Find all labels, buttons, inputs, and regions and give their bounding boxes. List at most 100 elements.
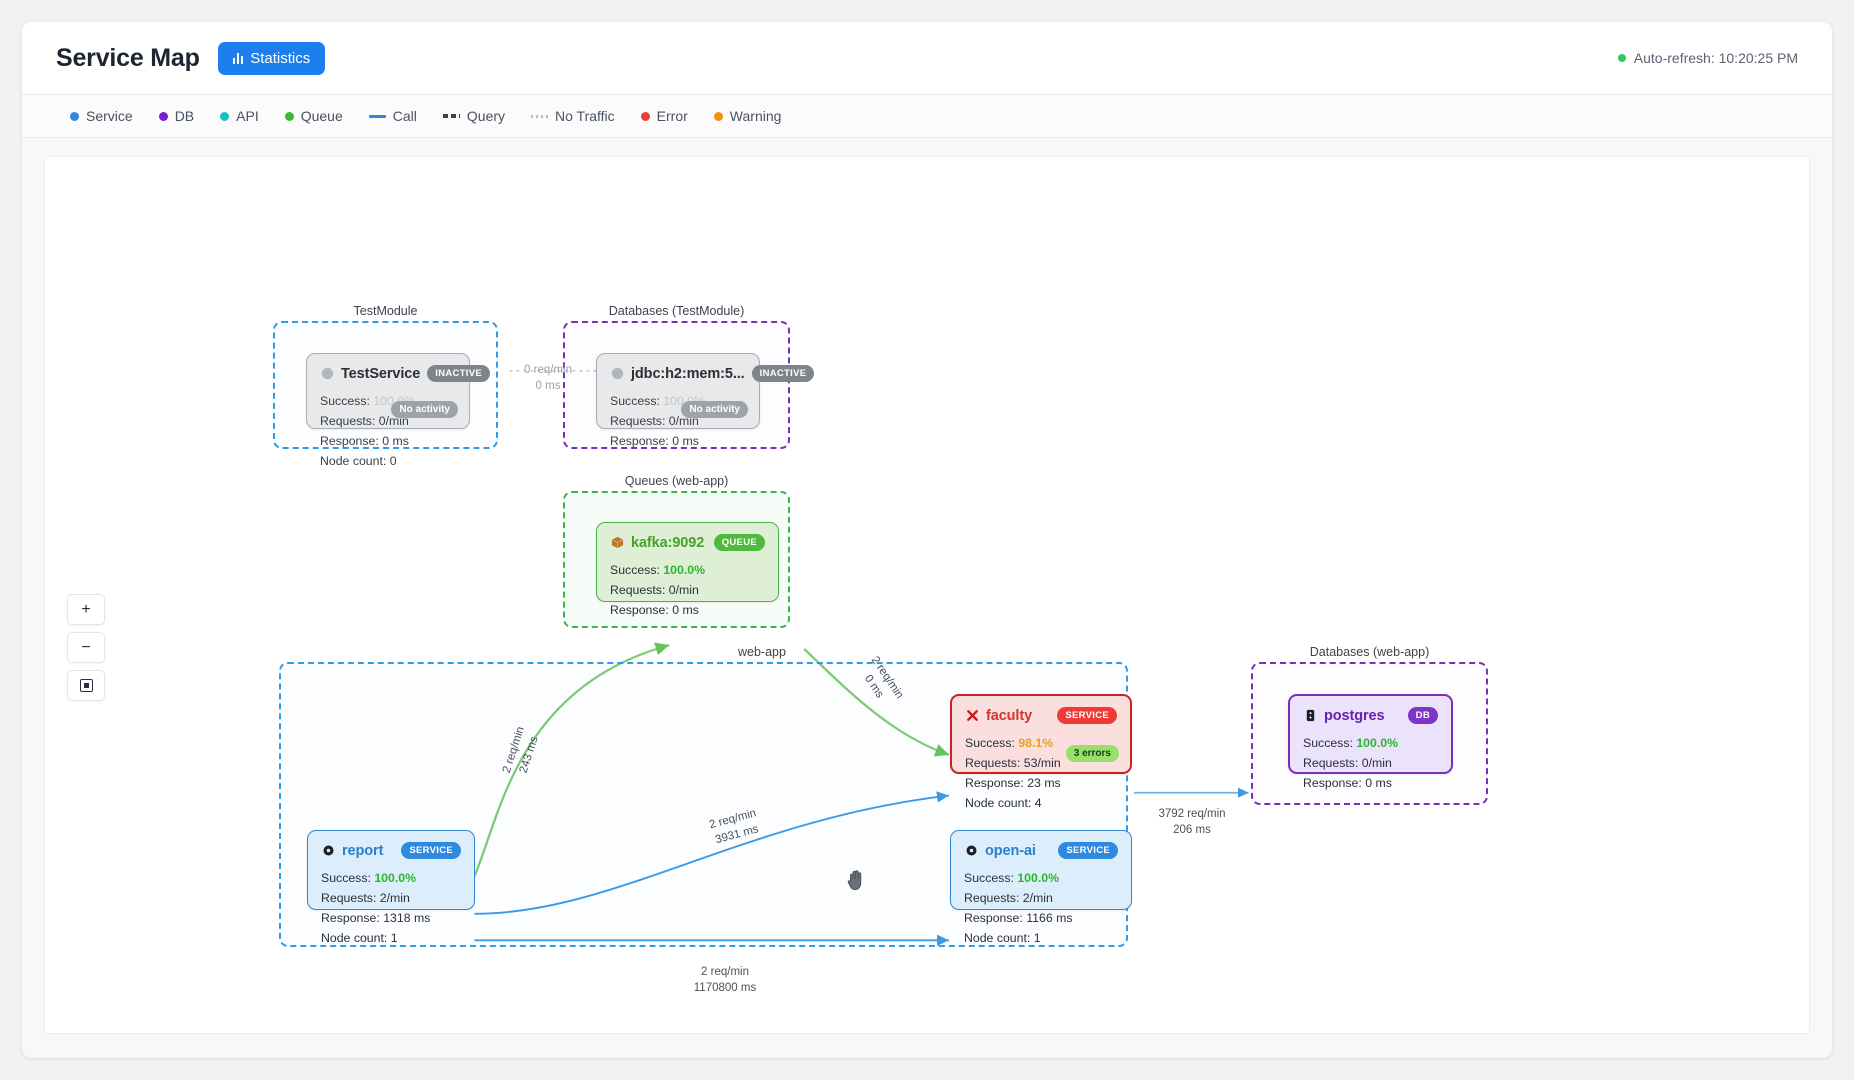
metric-success: Success: 100.0% (964, 868, 1118, 888)
metric-response: Response: 23 ms (965, 773, 1117, 793)
metric-value: 0 ms (1365, 776, 1392, 791)
metric-nodecount: Node count: 1 (964, 928, 1118, 948)
legend-item-db: DB (158, 108, 194, 124)
metric-label: Response: (964, 911, 1023, 926)
metric-response: Response: 0 ms (610, 431, 746, 451)
edge-label-faculty-postgres: 3792 req/min 206 ms (1137, 807, 1247, 838)
node-report[interactable]: report SERVICE Success: 100.0% Requests:… (307, 830, 475, 945)
metric-label: Success: (320, 394, 370, 408)
metric-response: Response: 0 ms (320, 431, 456, 451)
group-label: Databases (web-app) (1309, 645, 1430, 659)
metric-label: Requests: (610, 583, 666, 598)
group-label: Queues (web-app) (624, 474, 729, 488)
circle-icon (320, 367, 334, 381)
zoom-in-button[interactable]: + (67, 594, 105, 625)
statistics-button[interactable]: Statistics (217, 41, 326, 75)
zoom-out-button[interactable]: − (67, 632, 105, 663)
node-title: kafka:9092 (631, 534, 705, 551)
node-metrics: Success: 100.0% Requests: 0/min Response… (610, 560, 765, 620)
metric-label: Success: (610, 394, 660, 408)
group-queues-webapp[interactable]: Queues (web-app) (563, 474, 790, 628)
metric-label: Requests: (610, 414, 666, 429)
edge-rate: 3792 req/min (1158, 808, 1226, 820)
node-metrics: Success: 100.0% Requests: 2/min Response… (321, 868, 461, 948)
legend-label: Service (86, 108, 133, 124)
metric-requests: Requests: 53/min (965, 753, 1117, 773)
metric-value: 1 (1033, 931, 1041, 946)
gear-icon (964, 844, 978, 858)
node-testservice[interactable]: TestService INACTIVE Success: 100.0% Req… (306, 353, 490, 468)
errors-pill: 3 errors (1065, 745, 1119, 762)
page-title: Service Map (56, 43, 200, 72)
metric-success: Success: 98.1% (965, 733, 1117, 753)
group-label: Databases (TestModule) (608, 304, 745, 318)
legend-label: No Traffic (555, 108, 615, 124)
node-header: postgres DB (1303, 707, 1438, 724)
node-faculty[interactable]: faculty SERVICE Success: 98.1% Requests:… (950, 694, 1132, 810)
activity-pill: No activity (391, 401, 458, 418)
metric-value: 0/min (668, 583, 699, 598)
metric-nodecount: Node count: 4 (965, 793, 1117, 813)
group-databases-webapp[interactable]: Databases (web-app) (1251, 645, 1488, 805)
node-metrics: Success: 100.0% Requests: 0/min Response… (610, 391, 746, 451)
error-dot-icon (640, 111, 650, 121)
query-dash-icon (442, 114, 460, 118)
database-icon (1303, 709, 1317, 723)
node-header: TestService INACTIVE (320, 365, 490, 382)
auto-refresh-label: Auto-refresh: 10:20:25 PM (1633, 50, 1798, 66)
group-databases-testmodule[interactable]: Databases (TestModule) (563, 304, 790, 449)
x-mark-icon (965, 709, 979, 723)
legend-item-queue: Queue (284, 108, 343, 124)
status-badge: SERVICE (1057, 707, 1117, 724)
legend-label: API (236, 108, 259, 124)
metric-value: 98.1% (1018, 736, 1054, 750)
node-header: faculty SERVICE (965, 707, 1117, 724)
canvas-area: + − (22, 138, 1832, 1058)
metric-label: Requests: (965, 756, 1021, 771)
minus-icon: − (81, 638, 91, 656)
no-traffic-dots-icon (531, 114, 549, 118)
metric-nodecount: Node count: 0 (320, 451, 456, 471)
fit-view-button[interactable] (67, 670, 105, 701)
metric-requests: Requests: 2/min (321, 888, 461, 908)
legend-label: Error (656, 108, 688, 124)
circle-icon (610, 367, 624, 381)
metric-value: 100.0% (1017, 871, 1060, 885)
metric-label: Success: (965, 736, 1015, 750)
legend-item-warning: Warning (713, 108, 782, 124)
metric-value: 1318 ms (383, 911, 431, 926)
queue-dot-icon (284, 111, 294, 121)
group-testmodule[interactable]: TestModule (273, 304, 498, 449)
service-map-canvas[interactable]: + − (44, 156, 1810, 1034)
plus-icon: + (81, 600, 91, 618)
metric-value: 23 ms (1027, 776, 1061, 791)
legend-label: Queue (300, 108, 343, 124)
edge-latency: 206 ms (1173, 823, 1211, 836)
node-title: postgres (1324, 707, 1385, 724)
metric-label: Success: (610, 563, 660, 577)
metric-label: Requests: (964, 891, 1020, 906)
status-badge: INACTIVE (751, 365, 815, 382)
metric-label: Requests: (320, 414, 376, 429)
node-postgres[interactable]: postgres DB Success: 100.0% Requests: 0/… (1288, 694, 1453, 790)
metric-response: Response: 0 ms (610, 600, 765, 620)
node-jdbc-h2-mem[interactable]: jdbc:h2:mem:5... INACTIVE Success: 100.0… (596, 353, 815, 448)
node-metrics: Success: 98.1% Requests: 53/min Response… (965, 733, 1117, 813)
node-metrics: Success: 100.0% Requests: 0/min Response… (1303, 733, 1438, 793)
metric-label: Requests: (321, 891, 377, 906)
edge-rate: 2 req/min (701, 966, 749, 978)
header-bar: Service Map Statistics Auto-refresh: 10:… (22, 22, 1832, 94)
node-kafka[interactable]: kafka:9092 QUEUE Success: 100.0% Request… (596, 522, 779, 617)
legend-item-call: Call (368, 108, 417, 124)
group-webapp[interactable]: web-app (279, 645, 1128, 947)
edge-latency: 1170800 ms (693, 981, 757, 994)
auto-refresh-status: Auto-refresh: 10:20:25 PM (1617, 50, 1798, 66)
metric-response: Response: 1166 ms (964, 908, 1118, 928)
status-badge: SERVICE (1058, 842, 1118, 859)
metric-success: Success: 100.0% (321, 868, 461, 888)
node-open-ai[interactable]: open-ai SERVICE Success: 100.0% Requests… (950, 830, 1132, 945)
metric-value: 0/min (1361, 756, 1392, 771)
service-map-window: Service Map Statistics Auto-refresh: 10:… (22, 22, 1832, 1058)
metric-success: Success: 100.0% (1303, 733, 1438, 753)
legend-label: Warning (729, 108, 782, 124)
